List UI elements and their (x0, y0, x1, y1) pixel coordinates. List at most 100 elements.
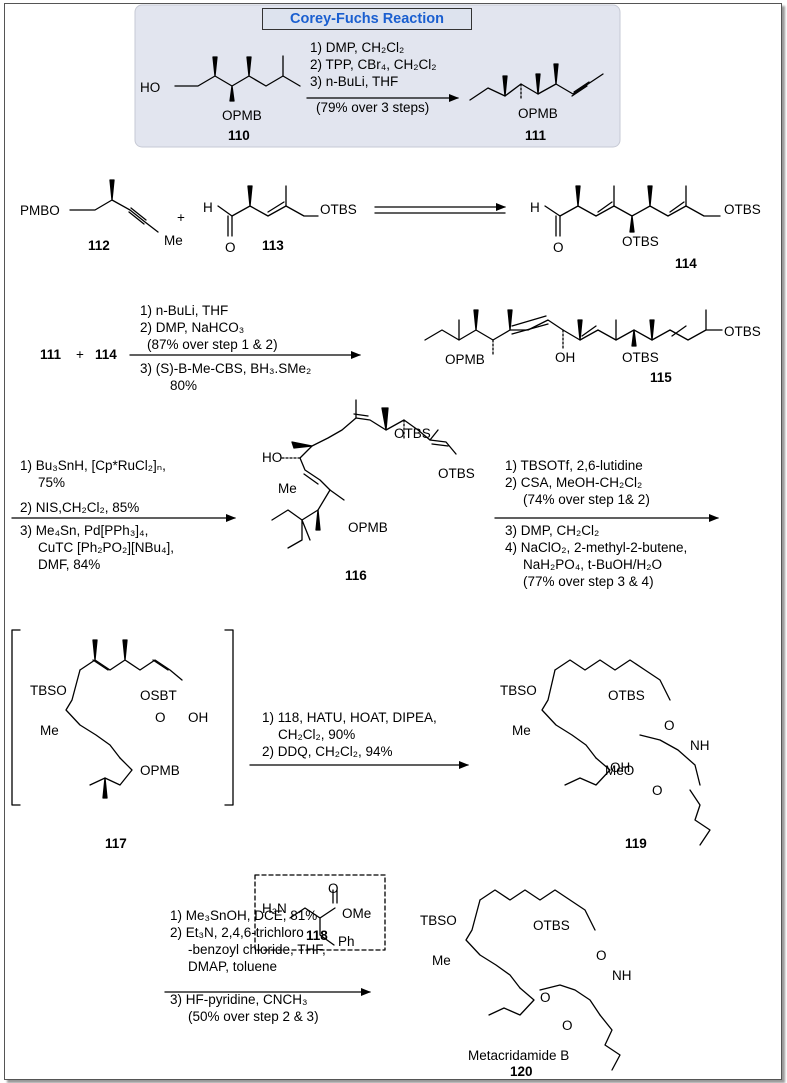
step3-line5: 80% (170, 378, 197, 393)
label-116-OPMB: OPMB (348, 520, 388, 535)
structure-111 (469, 63, 604, 101)
label-110-HO: HO (140, 80, 160, 95)
label-120-OTBS: OTBS (533, 918, 570, 933)
label-119-OTBS: OTBS (608, 688, 645, 703)
label-118-OMe: OMe (342, 906, 371, 921)
label-114-OTBS-a: OTBS (622, 234, 659, 249)
label-116-OTBS-a: OTBS (394, 426, 431, 441)
label-117-OH: OH (188, 710, 208, 725)
reagent-118-box (254, 874, 386, 951)
step3-line2: 2) DMP, NaHCO₃ (140, 320, 244, 335)
label-120-TBSO: TBSO (420, 913, 457, 928)
label-114-O: O (553, 240, 564, 255)
structure-120 (465, 889, 621, 1071)
compound-label-113: 113 (262, 238, 284, 253)
label-116-OTBS-b: OTBS (438, 466, 475, 481)
compound-label-117: 117 (105, 836, 127, 851)
label-120-O: O (596, 948, 607, 963)
step3-line3: (87% over step 1 & 2) (147, 337, 278, 352)
label-116-Me: Me (278, 481, 297, 496)
step5-line7: (77% over step 3 & 4) (523, 574, 654, 589)
label-117-Me: Me (40, 723, 59, 738)
scheme-title: Corey-Fuchs Reaction (262, 8, 472, 30)
label-119-MeO: MeO (605, 763, 634, 778)
step1-line2: 2) TPP, CBr₄, CH₂Cl₂ (310, 57, 437, 72)
label-118-H2N: H₂N (262, 901, 287, 916)
step4-line1: 1) Bu₃SnH, [Cp*RuCl₂]ₙ, (20, 458, 166, 473)
label-111-OPMB: OPMB (518, 106, 558, 121)
label-113-OTBS: OTBS (320, 202, 357, 217)
label-119-TBSO: TBSO (500, 683, 537, 698)
label-112-Me: Me (164, 233, 183, 248)
step1-line1: 1) DMP, CH₂Cl₂ (310, 40, 404, 55)
structure-116 (271, 399, 457, 549)
structure-110 (174, 55, 301, 102)
compound-label-112: 112 (88, 238, 110, 253)
step4-line6: DMF, 84% (38, 557, 100, 572)
compound-label-115: 115 (650, 370, 672, 385)
label-115-OTBS-b: OTBS (724, 324, 761, 339)
label-119-O2: O (652, 783, 663, 798)
step4-line3: 2) NIS,CH₂Cl₂, 85% (20, 500, 139, 515)
label-116-HO: HO (262, 450, 282, 465)
label-119-Me: Me (512, 723, 531, 738)
step5-line1: 1) TBSOTf, 2,6-lutidine (505, 458, 643, 473)
step1-line4: (79% over 3 steps) (316, 100, 429, 115)
compound-label-114-reactant: 114 (95, 347, 117, 362)
step7-line6: (50% over step 2 & 3) (188, 1009, 319, 1024)
label-117-TBSO: TBSO (30, 683, 67, 698)
label-114-H: H (530, 200, 540, 215)
step6-line3: 2) DDQ, CH₂Cl₂, 94% (262, 744, 393, 759)
compound-label-111-reactant: 111 (40, 347, 62, 362)
compound-label-119: 119 (625, 836, 647, 851)
compound-label-116: 116 (345, 568, 367, 583)
structure-114 (544, 185, 721, 237)
compound-label-110: 110 (228, 128, 250, 143)
step7-line2: 2) Et₃N, 2,4,6-trichloro (170, 925, 304, 940)
label-110-OPMB: OPMB (222, 108, 262, 123)
step7-line3: -benzoyl chloride, THF, (188, 942, 326, 957)
compound-label-111: 111 (525, 128, 547, 143)
label-115-OTBS-a: OTBS (622, 350, 659, 365)
label-120-O-carbonyl: O (562, 1018, 573, 1033)
compound-label-114: 114 (675, 256, 697, 271)
step4-line5: CuTC [Ph₂PO₂][NBu₄], (38, 540, 174, 555)
label-120-Me: Me (432, 953, 451, 968)
label-119-NH: NH (690, 738, 710, 753)
label-119-OH-visible: OH (610, 760, 630, 775)
label-117-OPMB: OPMB (140, 763, 180, 778)
structure-117 (11, 629, 234, 806)
corey-fuchs-panel (134, 4, 621, 148)
structure-115 (424, 309, 723, 357)
step3-line4: 3) (S)-B-Me-CBS, BH₃.SMe₂ (140, 361, 311, 376)
compound-label-118: 118 (306, 928, 328, 943)
scheme-frame (4, 3, 782, 1080)
step6-line1: 1) 118, HATU, HOAT, DIPEA, (262, 710, 437, 725)
step5-line2: 2) CSA, MeOH-CH₂Cl₂ (505, 475, 642, 490)
structure-112 (69, 179, 159, 233)
step7-line5: 3) HF-pyridine, CNCH₃ (170, 992, 308, 1007)
step7-line4: DMAP, toluene (188, 959, 277, 974)
label-115-OPMB: OPMB (445, 352, 485, 367)
label-118-Ph: Ph (338, 934, 355, 949)
label-117-OSBT: OSBT (140, 688, 177, 703)
step4-line4: 3) Me₄Sn, Pd[PPh₃]₄, (20, 523, 148, 538)
label-114-OTBS-b: OTBS (724, 202, 761, 217)
step5-line6: NaH₂PO₄, t-BuOH/H₂O (523, 557, 662, 572)
label-112-PMBO: PMBO (20, 203, 60, 218)
label-113-O: O (225, 240, 236, 255)
label-115-OH: OH (555, 350, 575, 365)
label-119-O: O (664, 718, 675, 733)
step7-line1: 1) Me₃SnOH, DCE, 81% (170, 908, 317, 923)
step1-line3: 3) n-BuLi, THF (310, 74, 398, 89)
plus-sign: + (177, 210, 185, 225)
label-117-O: O (155, 710, 166, 725)
step5-line3: (74% over step 1& 2) (523, 492, 650, 507)
structure-119 (541, 659, 711, 846)
step3-line1: 1) n-BuLi, THF (140, 303, 228, 318)
step4-line2: 75% (38, 475, 65, 490)
label-113-H: H (203, 200, 213, 215)
label-120-NH: NH (612, 968, 632, 983)
label-120-O-ring: O (540, 990, 551, 1005)
